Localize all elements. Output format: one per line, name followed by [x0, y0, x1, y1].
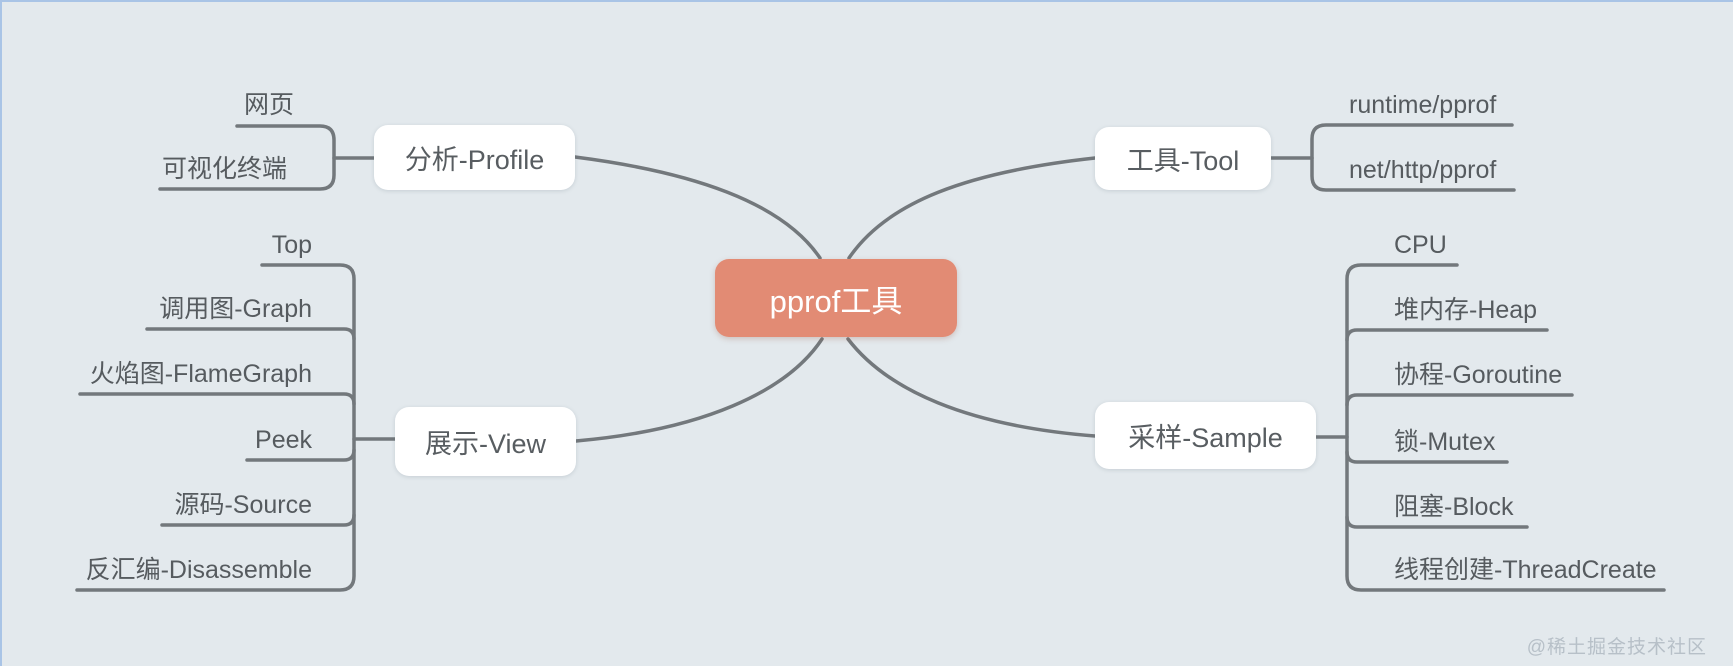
underline-sample-heap — [1345, 328, 1549, 342]
underline-sample-mutex — [1345, 450, 1509, 464]
subtopic-top[interactable]: Top — [271, 231, 312, 259]
subtopic-mutex[interactable]: 锁-Mutex — [1394, 428, 1496, 456]
topic-profile[interactable]: 分析-Profile — [374, 125, 575, 190]
subtopic-threadcreate[interactable]: 线程创建-ThreadCreate — [1394, 556, 1657, 584]
subtopic-source[interactable]: 源码-Source — [174, 491, 312, 519]
curve-view-root — [574, 337, 824, 443]
underline-view-peek — [245, 448, 356, 462]
curve-sample-root — [846, 337, 1097, 438]
subtopic-goroutine[interactable]: 协程-Goroutine — [1394, 361, 1563, 389]
underline-sample-block — [1345, 515, 1529, 529]
topic-view[interactable]: 展示-View — [395, 407, 576, 476]
subtopic-block[interactable]: 阻塞-Block — [1394, 493, 1514, 521]
curve-tool-root — [847, 156, 1097, 260]
subtopic-disassemble[interactable]: 反汇编-Disassemble — [85, 556, 312, 584]
topic-sample[interactable]: 采样-Sample — [1095, 402, 1316, 469]
subtopic-peek[interactable]: Peek — [255, 426, 312, 454]
underline-view-graph — [145, 327, 356, 341]
subtopic-heap[interactable]: 堆内存-Heap — [1394, 296, 1538, 324]
subtopic-flamegraph[interactable]: 火焰图-FlameGraph — [89, 360, 312, 388]
bracket-view-children — [75, 263, 356, 592]
subtopic-web[interactable]: 网页 — [244, 91, 295, 119]
watermark-juejin: @稀土掘金技术社区 — [1526, 637, 1707, 658]
subtopic-runtime-pprof[interactable]: runtime/pprof — [1349, 91, 1497, 119]
subtopic-cpu[interactable]: CPU — [1394, 231, 1447, 259]
topic-tool[interactable]: 工具-Tool — [1095, 127, 1271, 190]
curve-profile-root — [573, 155, 822, 260]
root-topic-pprof[interactable]: pprof工具 — [715, 259, 957, 337]
underline-view-source — [160, 513, 356, 527]
subtopic-graph[interactable]: 调用图-Graph — [159, 295, 312, 323]
underline-view-flamegraph — [78, 392, 356, 406]
subtopic-net-http-pprof[interactable]: net/http/pprof — [1349, 156, 1497, 184]
subtopic-visual-terminal[interactable]: 可视化终端 — [162, 155, 288, 183]
underline-sample-goroutine — [1345, 393, 1574, 407]
bracket-sample-children — [1345, 263, 1666, 592]
